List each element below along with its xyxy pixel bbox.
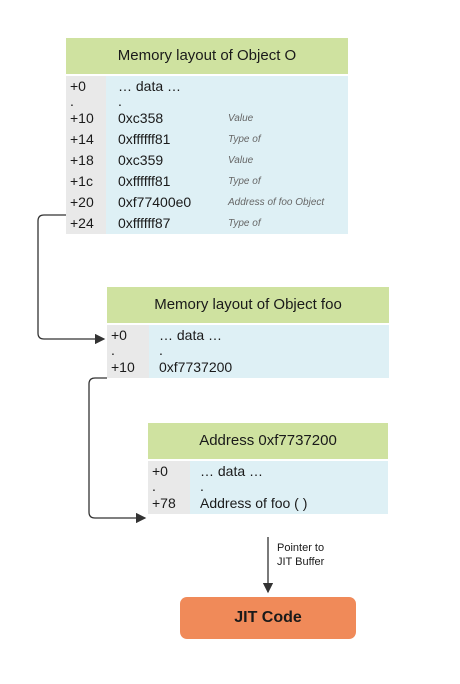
object-o-value: 0xc358 — [118, 110, 164, 126]
address-offset: +0 — [152, 463, 168, 479]
object-o-offset: +0 — [70, 78, 86, 94]
object-o-value: . — [118, 93, 122, 109]
object-o-value: … data … — [118, 78, 182, 94]
arrow-foo-to-address — [88, 377, 147, 524]
object-foo-offset: +0 — [111, 327, 127, 343]
object-foo-value: … data … — [159, 327, 223, 343]
object-o-value: 0xf77400e0 — [118, 194, 192, 210]
object-o-offset: +14 — [70, 131, 94, 147]
address-value: … data … — [200, 463, 264, 479]
object-o-offset: +1c — [70, 173, 93, 189]
object-o-memory-block: Memory layout of Object O +0 . +10 +14 +… — [66, 38, 348, 240]
object-foo-offset: +10 — [111, 359, 135, 375]
object-o-value: 0xffffff81 — [118, 131, 171, 147]
object-o-value: 0xffffff81 — [118, 173, 171, 189]
pointer-label-line2: JIT Buffer — [277, 556, 325, 568]
object-o-note: Type of — [228, 134, 261, 145]
object-foo-value: 0xf7737200 — [159, 359, 233, 375]
object-foo-offset: . — [111, 342, 115, 358]
object-o-offset: +18 — [70, 152, 94, 168]
address-offset: +78 — [152, 495, 176, 511]
object-o-title: Memory layout of Object O — [66, 38, 348, 74]
object-o-note: Type of — [228, 218, 261, 229]
object-o-offset: +10 — [70, 110, 94, 126]
object-o-note: Type of — [228, 176, 261, 187]
address-offset: . — [152, 478, 156, 494]
jit-code-box: JIT Code — [180, 597, 356, 639]
object-o-offset: +20 — [70, 194, 94, 210]
object-foo-memory-block: Memory layout of Object foo +0 . +10 … d… — [107, 287, 389, 382]
object-foo-value: . — [159, 342, 163, 358]
object-o-offset: . — [70, 93, 74, 109]
object-o-value: 0xc359 — [118, 152, 164, 168]
object-o-value: 0xffffff87 — [118, 215, 171, 231]
object-foo-title: Memory layout of Object foo — [107, 287, 389, 323]
address-memory-block: Address 0xf7737200 +0 . +78 … data … . A… — [148, 423, 388, 520]
address-value: . — [200, 478, 204, 494]
pointer-label-line1: Pointer to — [277, 542, 325, 554]
object-o-note: Value — [228, 113, 254, 124]
pointer-label: Pointer to JIT Buffer — [277, 541, 324, 569]
address-title: Address 0xf7737200 — [148, 423, 388, 459]
object-o-note: Value — [228, 155, 254, 166]
arrow-object-o-to-foo — [37, 214, 106, 345]
address-value: Address of foo ( ) — [200, 495, 308, 511]
object-o-offset: +24 — [70, 215, 94, 231]
object-o-note: Address of foo Object — [228, 197, 325, 208]
